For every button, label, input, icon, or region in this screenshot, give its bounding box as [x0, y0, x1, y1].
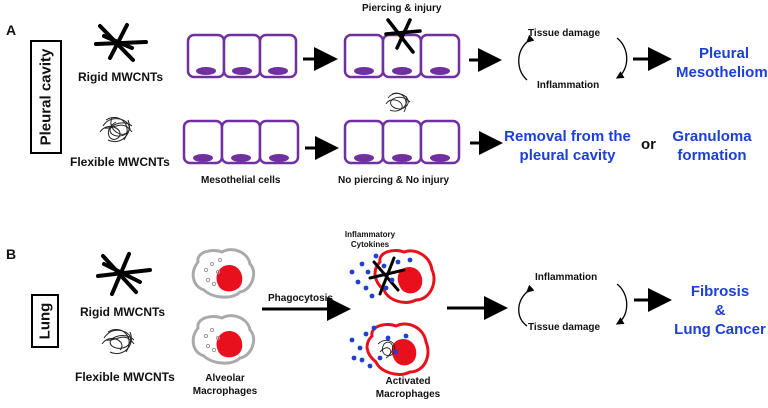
- outcome-line: pleural cavity: [519, 147, 616, 164]
- label-line: Cytokines: [350, 240, 390, 249]
- granuloma-outcome: Granuloma formation: [668, 127, 756, 165]
- mesothelial-cells-label: Mesothelial cells: [201, 175, 281, 186]
- outcome-line: Fibrosis: [690, 283, 750, 300]
- phagocytosis-label: Phagocytosis: [268, 293, 334, 304]
- flexible-mwcnt-icon: [99, 117, 133, 142]
- outcome-line: Lung Cancer: [674, 321, 766, 338]
- mesothelial-cells-top-1: [186, 33, 298, 79]
- pleural-cavity-label: Pleural cavity: [37, 48, 55, 146]
- alveolar-macrophage-bottom: [191, 314, 256, 365]
- or-label: or: [641, 136, 656, 153]
- outcome-line: Mesothelioma: [676, 64, 768, 81]
- alveolar-macrophages-label: Alveolar Macrophages: [193, 372, 257, 398]
- activated-macrophage-top: [349, 248, 436, 304]
- rigid-mwcnt-icon-b: [96, 252, 152, 296]
- alveolar-macrophage-top: [191, 248, 256, 299]
- fibrosis-lung-cancer-outcome: Fibrosis & Lung Cancer: [670, 282, 768, 339]
- lung-label: Lung: [36, 302, 54, 340]
- mesothelial-cells-bottom-2: [343, 119, 461, 165]
- flexible-mwcnt-small-icon: [385, 92, 411, 113]
- tissue-damage-label-a: Tissue damage: [528, 28, 601, 39]
- outcome-line: Granuloma: [672, 128, 752, 145]
- tissue-damage-label-b: Tissue damage: [528, 322, 601, 333]
- panel-a-letter: A: [6, 22, 17, 38]
- flexible-mwcnt-icon-b: [101, 329, 135, 354]
- piercing-mwcnt-icon: [384, 18, 422, 54]
- inflammation-label-b: Inflammation: [535, 272, 598, 283]
- label-line: Macrophages: [192, 386, 258, 397]
- mesothelial-cells-bottom-1: [182, 119, 300, 165]
- piercing-injury-label: Piercing & injury: [362, 3, 442, 14]
- activated-macrophages-label: Activated Macrophages: [376, 375, 440, 401]
- label-line: Alveolar: [205, 373, 245, 384]
- no-piercing-label: No piercing & No injury: [338, 175, 450, 186]
- outcome-line: &: [714, 302, 726, 319]
- rigid-mwcnts-label-b: Rigid MWCNTs: [80, 305, 166, 319]
- flexible-mwcnts-label-b: Flexible MWCNTs: [75, 370, 175, 384]
- cycle-arrow-left-a: [518, 34, 535, 81]
- mesothelial-cells-top-2: [343, 33, 461, 79]
- inflammatory-cytokines-label: Inflammatory Cytokines: [345, 230, 395, 250]
- inflammation-label-a: Inflammation: [537, 80, 600, 91]
- cycle-arrow-right-a: [615, 37, 628, 79]
- outcome-line: formation: [677, 147, 747, 164]
- outcome-line: Pleural: [698, 45, 750, 62]
- lung-box: Lung: [31, 294, 59, 348]
- outcome-line: Removal from the: [504, 128, 631, 145]
- removal-outcome: Removal from the pleural cavity: [500, 127, 635, 165]
- pleural-cavity-box: Pleural cavity: [30, 40, 62, 154]
- rigid-mwcnt-icon: [94, 23, 148, 62]
- label-line: Activated: [385, 376, 431, 387]
- label-line: Macrophages: [375, 389, 441, 400]
- cycle-arrow-left-b: [518, 284, 535, 327]
- label-line: Inflammatory: [344, 230, 396, 239]
- pleural-mesothelioma-outcome: Pleural Mesothelioma: [676, 44, 768, 82]
- cycle-arrow-right-b: [615, 283, 628, 325]
- rigid-mwcnts-label-a: Rigid MWCNTs: [78, 70, 164, 84]
- activated-macrophage-bottom: [349, 322, 430, 376]
- flexible-mwcnts-label-a: Flexible MWCNTs: [70, 155, 170, 169]
- panel-b-letter: B: [6, 246, 17, 262]
